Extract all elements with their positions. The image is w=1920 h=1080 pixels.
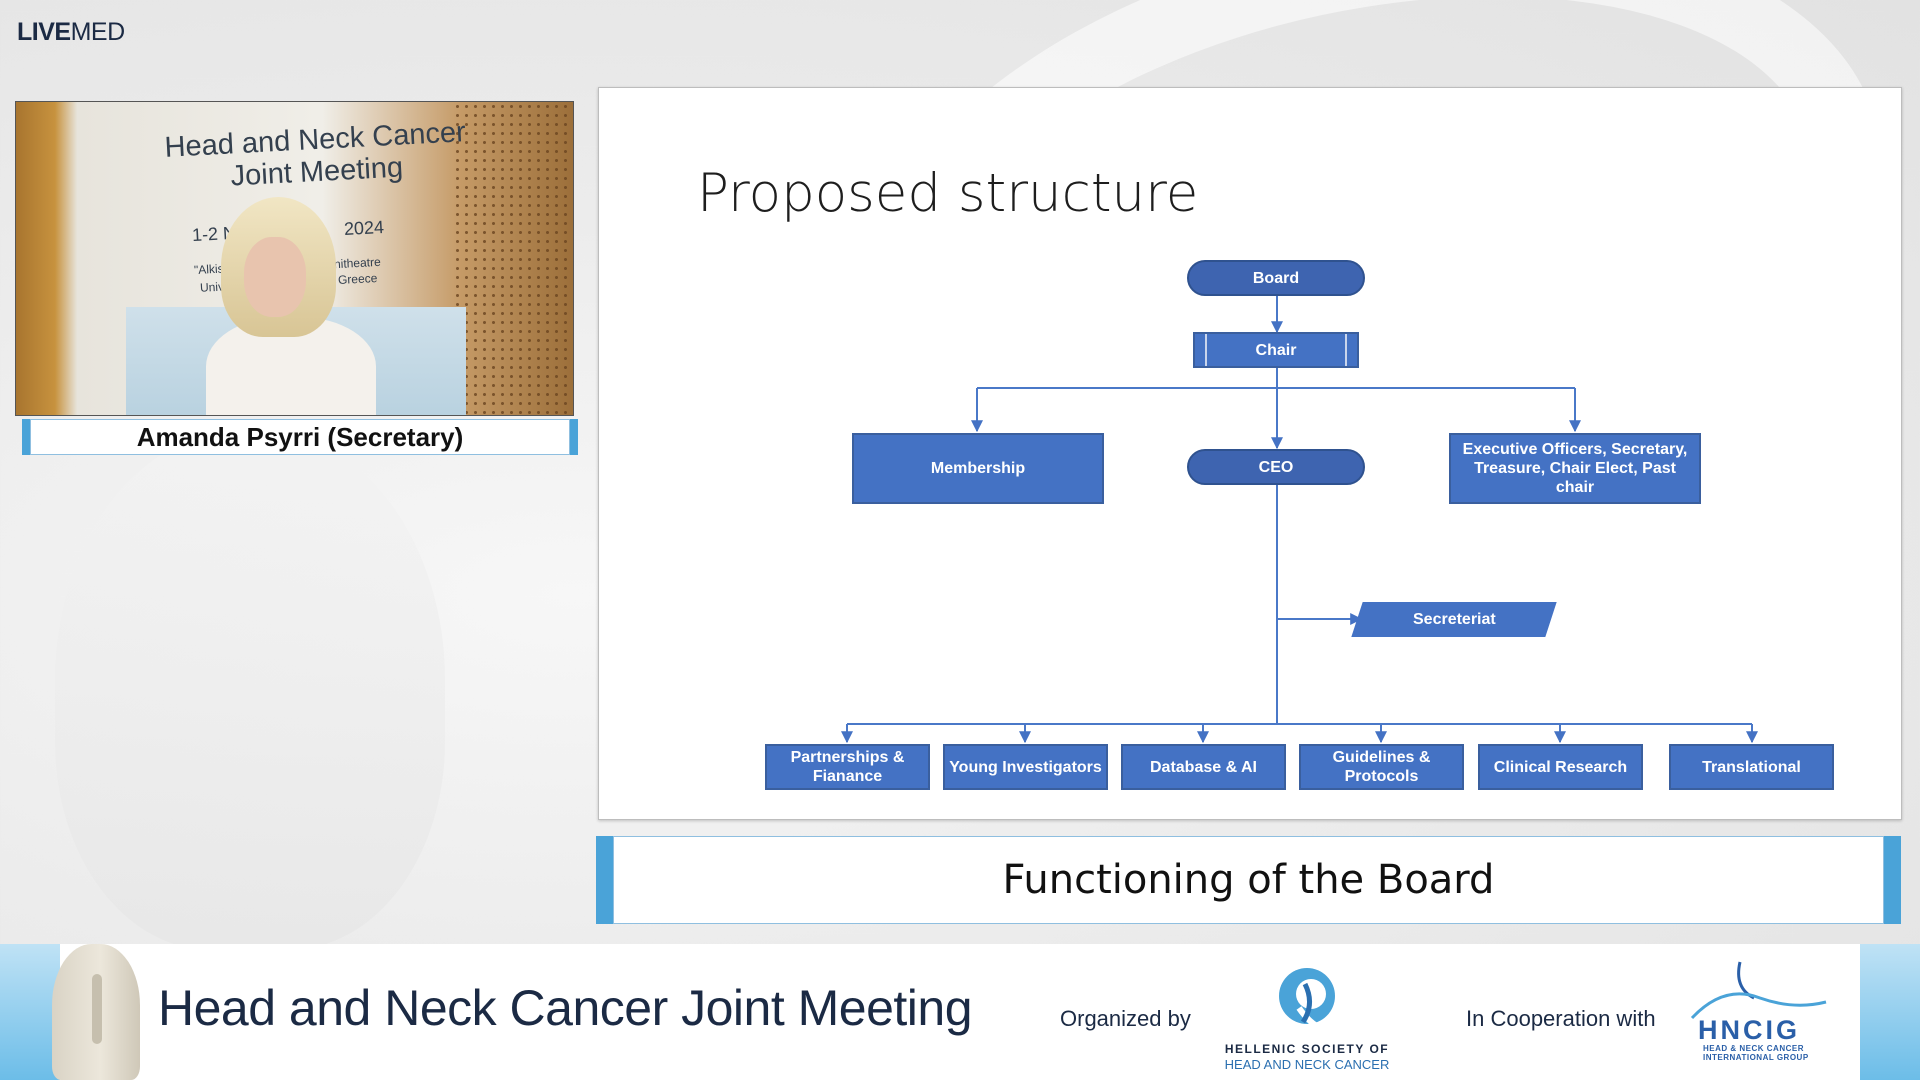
logo-bold: LIVE bbox=[17, 18, 71, 46]
hncig-wordmark: HNCIG bbox=[1698, 1015, 1800, 1045]
node-guidelines-protocols[interactable]: Guidelines & Protocols bbox=[1299, 744, 1464, 790]
footer-accent-left bbox=[0, 944, 60, 1080]
speaker-name-plate: Amanda Psyrri (Secretary) bbox=[22, 419, 578, 455]
node-secreteriat-label: Secreteriat bbox=[1412, 611, 1496, 628]
background-sculpture bbox=[55, 430, 445, 950]
slide-caption-bar: Functioning of the Board bbox=[596, 836, 1901, 924]
footer-accent-right bbox=[1860, 944, 1920, 1080]
node-executive-officers[interactable]: Executive Officers, Secretary, Treasure,… bbox=[1449, 433, 1701, 504]
footer-event-title: Head and Neck Cancer Joint Meeting bbox=[158, 980, 973, 1036]
node-young-investigators[interactable]: Young Investigators bbox=[943, 744, 1108, 790]
speaker-face bbox=[244, 237, 306, 317]
livemed-logo: LIVEMED bbox=[17, 18, 125, 47]
hellenic-society-name-line1: HELLENIC SOCIETY OF bbox=[1224, 1042, 1390, 1056]
node-ceo[interactable]: CEO bbox=[1187, 449, 1365, 485]
banner-title: Head and Neck Cancer Joint Meeting bbox=[145, 115, 488, 197]
wall-panel bbox=[453, 102, 573, 415]
node-board[interactable]: Board bbox=[1187, 260, 1365, 296]
node-membership[interactable]: Membership bbox=[852, 433, 1104, 504]
hellenic-society-logo-icon bbox=[1279, 968, 1338, 1034]
node-partnerships[interactable]: Partnerships & Fianance bbox=[765, 744, 930, 790]
node-translational[interactable]: Translational bbox=[1669, 744, 1834, 790]
hncig-subtitle-line1: HEAD & NECK CANCER bbox=[1703, 1044, 1805, 1053]
cooperation-label: In Cooperation with bbox=[1466, 1006, 1656, 1031]
org-chart-connectors bbox=[841, 296, 1758, 744]
hellenic-society-name-line2: HEAD AND NECK CANCER bbox=[1224, 1057, 1390, 1072]
hncig-logo-icon bbox=[1690, 961, 1827, 1020]
node-clinical-research[interactable]: Clinical Research bbox=[1478, 744, 1643, 790]
speaker-video[interactable]: Head and Neck Cancer Joint Meeting 1-2 N… bbox=[15, 101, 574, 416]
node-database-ai[interactable]: Database & AI bbox=[1121, 744, 1286, 790]
statue-nose bbox=[92, 974, 102, 1044]
presentation-slide[interactable]: Proposed structure Board Chair Members bbox=[598, 87, 1902, 820]
node-secreteriat[interactable]: Secreteriat bbox=[1351, 602, 1557, 637]
speaker-figure bbox=[206, 197, 376, 415]
logo-light: MED bbox=[70, 18, 126, 46]
slide-title: Proposed structure bbox=[697, 163, 1199, 224]
node-chair[interactable]: Chair bbox=[1193, 332, 1359, 368]
hncig-subtitle-line2: INTERNATIONAL GROUP bbox=[1703, 1053, 1809, 1062]
organized-by-label: Organized by bbox=[1060, 1006, 1191, 1031]
event-footer: Head and Neck Cancer Joint Meeting Organ… bbox=[0, 944, 1920, 1080]
